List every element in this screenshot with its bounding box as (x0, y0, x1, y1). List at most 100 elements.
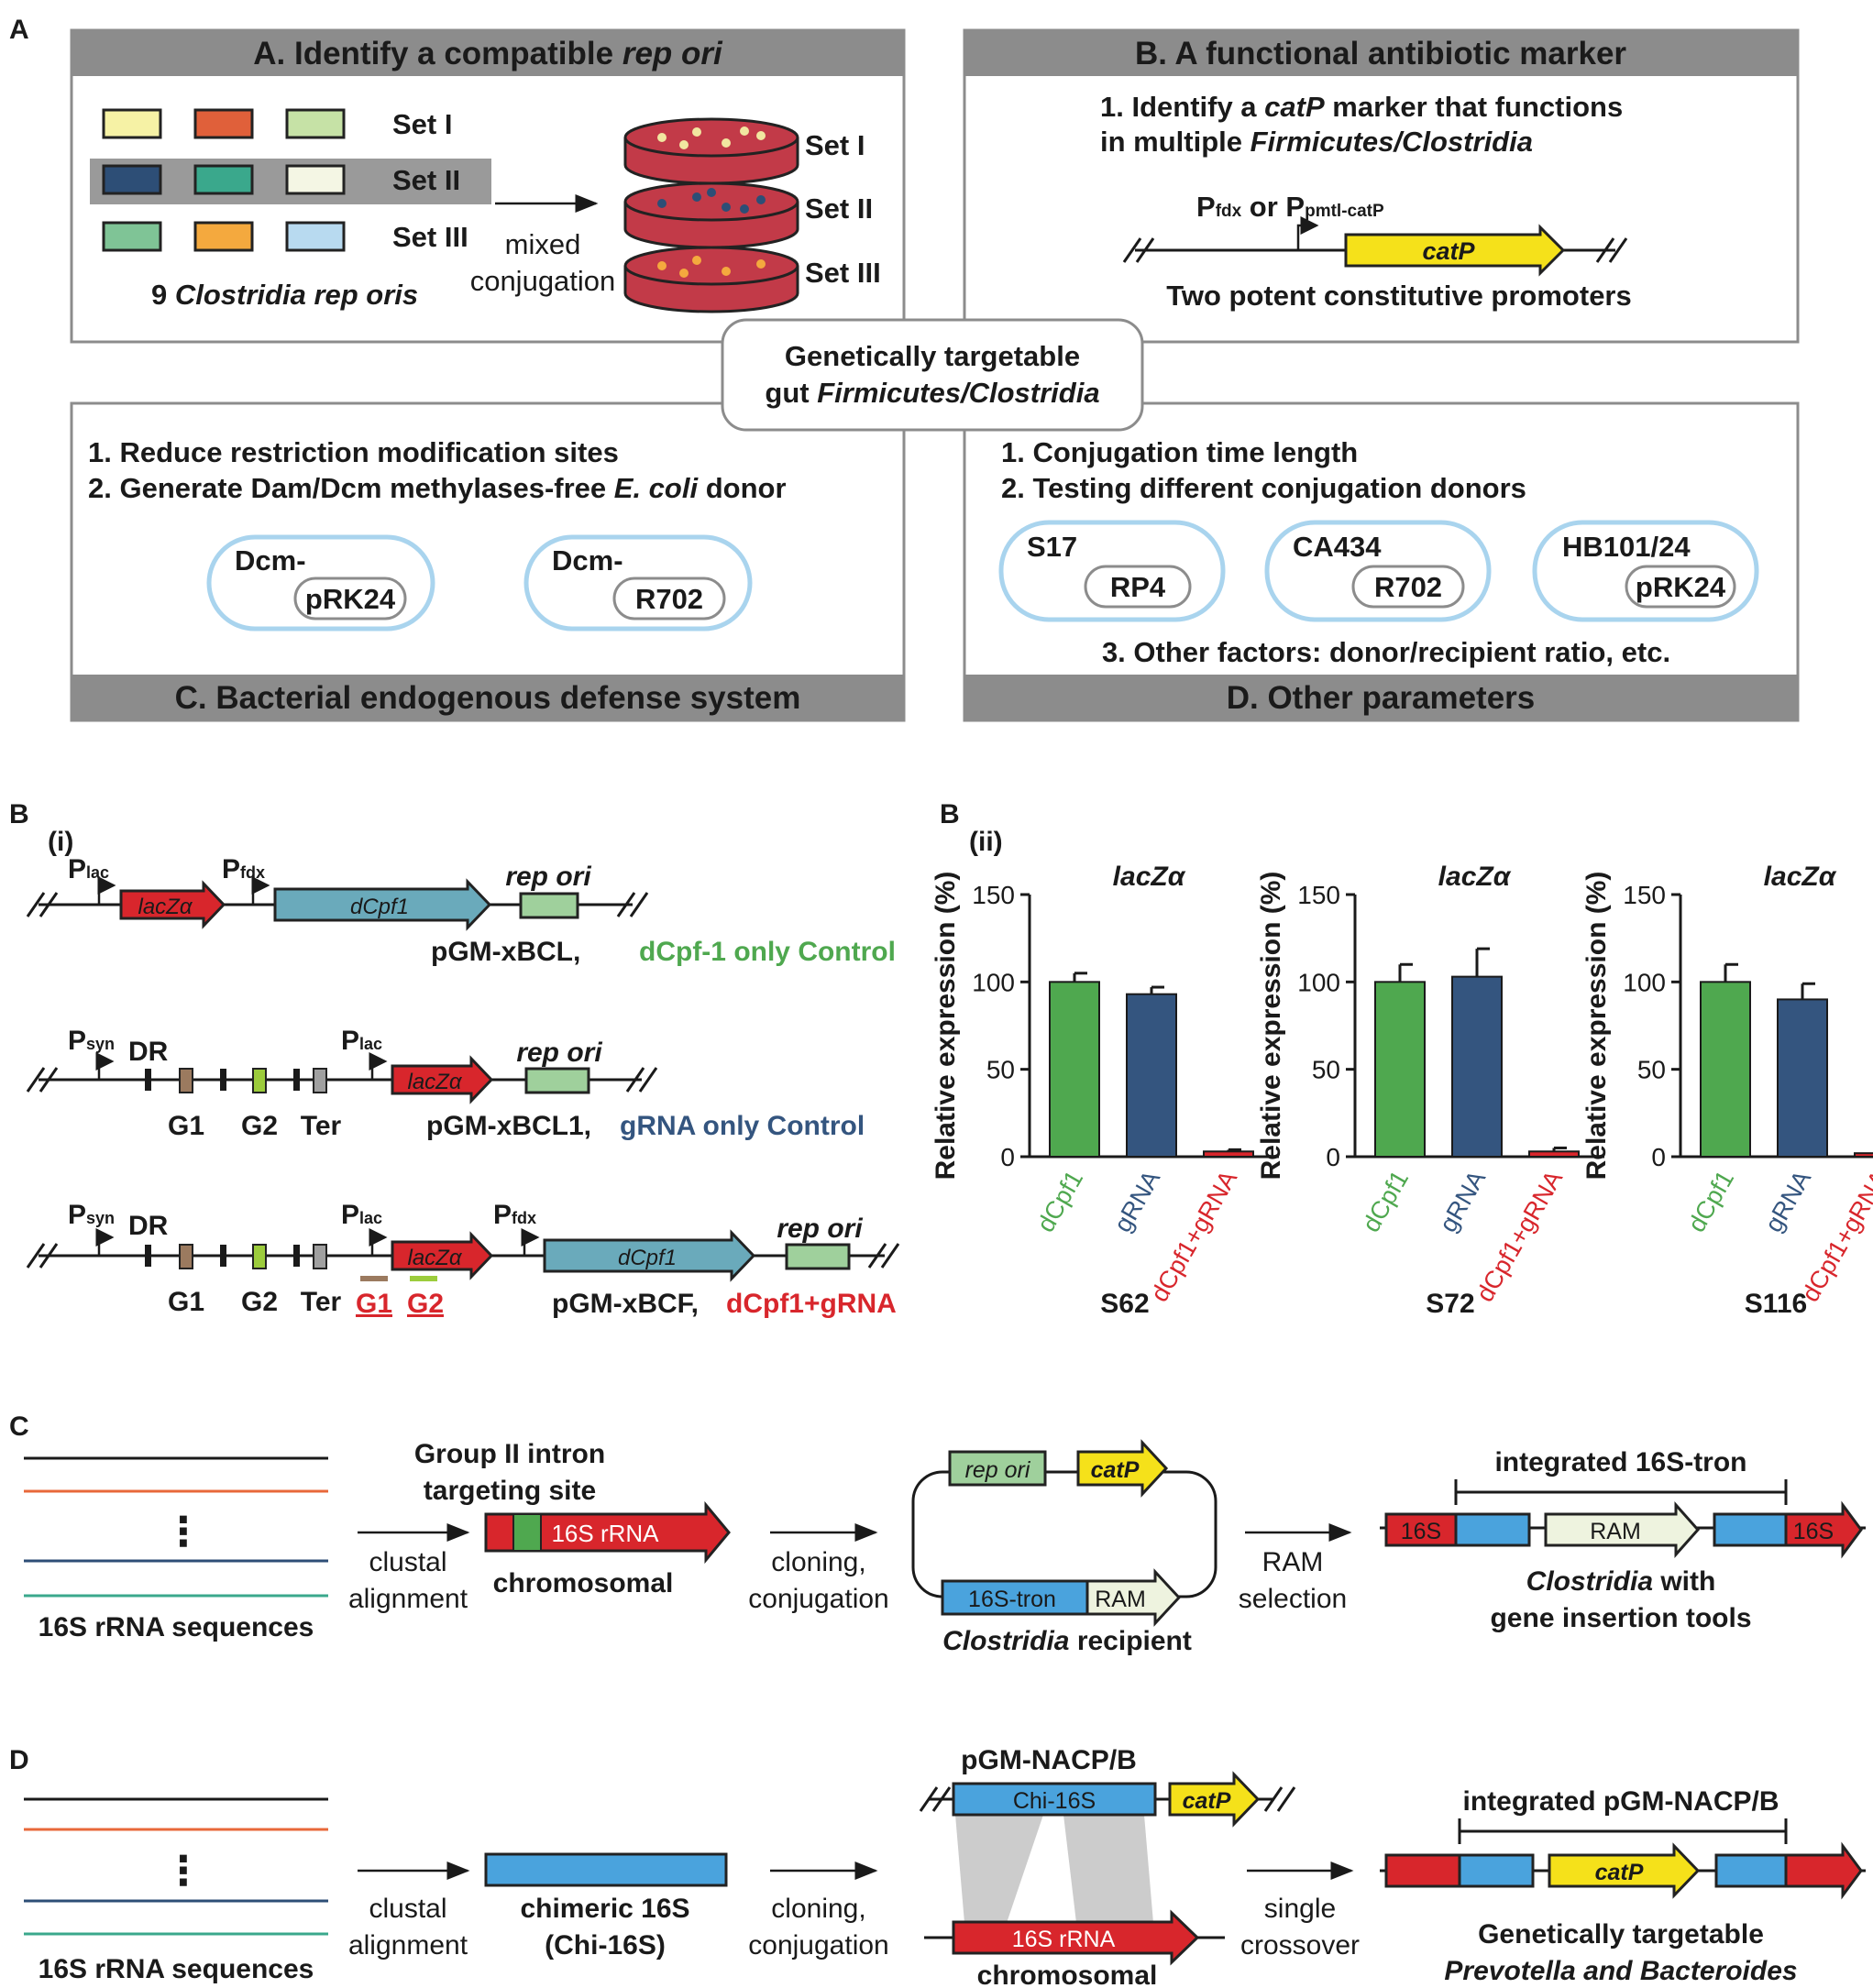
svg-text:conjugation: conjugation (748, 1930, 888, 1961)
svg-text:RAM: RAM (1095, 1587, 1146, 1612)
d-seq-label: 16S rRNA sequences (39, 1954, 314, 1984)
svg-text:Psyn: Psyn (68, 1200, 115, 1230)
chart-y-tick-label: 100 (972, 968, 1015, 996)
construct-pgm-xbcf: Psyn DR G1 G2 Ter Plac lacZα G1 G2 Pfdx … (26, 1200, 900, 1319)
svg-text:pGM-NACP/B: pGM-NACP/B (961, 1745, 1137, 1775)
svg-text:crossover: crossover (1240, 1930, 1360, 1961)
panel-b-label: B (9, 799, 29, 829)
mixed-label: mixed (505, 228, 581, 260)
set-1-label: Set I (392, 108, 452, 140)
svg-text:Plac: Plac (341, 1200, 382, 1230)
box-c-line2: 2. Generate Dam/Dcm methylases-free E. c… (88, 472, 787, 504)
c-seq-label: 16S rRNA sequences (39, 1612, 314, 1642)
chart-bar-gRNA (1777, 998, 1828, 1159)
chart-x-label: dCpf1 (1357, 1166, 1414, 1236)
chart-bar-dCpf1+gRNA (1854, 1152, 1873, 1158)
svg-text:clustal: clustal (369, 1547, 446, 1577)
svg-text:dCpf-1 only Control: dCpf-1 only Control (639, 937, 896, 967)
cell-2-plasmid: R702 (635, 583, 703, 615)
chart-bar-dCpf1 (1700, 981, 1751, 1159)
svg-text:Chi-16S: Chi-16S (1013, 1788, 1096, 1814)
rep-oris-caption: 9 Clostridia rep oris (151, 279, 418, 311)
chart-x-label: gRNA (1759, 1166, 1816, 1236)
catp-gene-label: catP (1422, 237, 1475, 265)
lacz-gene (119, 880, 226, 929)
svg-text:16S: 16S (1401, 1519, 1441, 1544)
center-line1: Genetically targetable (785, 340, 1080, 372)
dish-1-label: Set I (805, 129, 865, 161)
chart-x-label: gRNA (1434, 1166, 1491, 1236)
svg-text:pGM-xBCL1,: pGM-xBCL1, (426, 1111, 591, 1141)
donor-2-label: CA434 (1293, 531, 1382, 563)
donor-3-label: HB101/24 (1562, 531, 1691, 563)
chart-y-tick-label: 0 (1326, 1143, 1340, 1171)
chart-title: lacZα (1113, 862, 1186, 892)
svg-text:rep ori: rep ori (516, 1038, 602, 1068)
panel-b-label-2: B (940, 799, 960, 829)
panel-c-label: C (9, 1411, 29, 1442)
svg-text:G1: G1 (168, 1111, 204, 1141)
svg-text:alignment: alignment (348, 1584, 468, 1614)
svg-text:⋮: ⋮ (163, 1510, 204, 1554)
svg-text:Pfdx: Pfdx (493, 1200, 536, 1230)
chart-y-tick-label: 0 (1000, 1143, 1015, 1171)
chart-x-label: dCpf1 (1682, 1166, 1739, 1236)
svg-text:single: single (1264, 1894, 1336, 1924)
svg-text:rep ori: rep ori (505, 862, 591, 892)
box-b-line1: 1. Identify a catP marker that functions (1100, 91, 1623, 123)
conjugation-label: conjugation (470, 265, 616, 297)
box-b-title: B. A functional antibiotic marker (1135, 36, 1626, 71)
panel-b-sub-ii: (ii) (969, 827, 1003, 857)
svg-text:Clostridia recipient: Clostridia recipient (942, 1626, 1192, 1656)
svg-text:Ter: Ter (301, 1287, 342, 1317)
svg-text:catP: catP (1183, 1788, 1231, 1814)
panel-c: C ⋮ 16S rRNA sequences clustal alignment… (9, 1411, 1866, 1656)
chart-title: lacZα (1764, 862, 1837, 892)
chart-bar-gRNA (1451, 975, 1503, 1158)
set-3-label: Set III (392, 221, 468, 253)
lacz-gene-2 (391, 1055, 494, 1104)
svg-text:targeting site: targeting site (424, 1476, 596, 1506)
lacz-gene-3 (391, 1231, 494, 1280)
box-a-title: A. Identify a compatible rep ori (253, 36, 723, 71)
center-target-box: Genetically targetable gut Firmicutes/Cl… (721, 318, 1144, 432)
svg-text:Plac: Plac (68, 854, 109, 884)
svg-text:cloning,: cloning, (771, 1547, 865, 1577)
construct-pgm-xbcl1: Psyn DR G1 G2 Ter Plac lacZα rep ori pGM… (26, 1026, 865, 1141)
svg-text:alignment: alignment (348, 1930, 468, 1961)
dcpf1-gene (273, 878, 492, 931)
panel-a-label: A (9, 15, 29, 45)
svg-text:integrated pGM-NACP/B: integrated pGM-NACP/B (1463, 1786, 1779, 1817)
svg-text:RAM: RAM (1590, 1519, 1641, 1544)
panel-a: A A. Identify a compatible rep ori Set I… (9, 15, 1800, 722)
svg-text:16S-tron: 16S-tron (968, 1587, 1056, 1612)
chart-y-tick-label: 100 (1623, 968, 1666, 996)
box-d-line1: 1. Conjugation time length (1001, 436, 1358, 468)
svg-text:integrated 16S-tron: integrated 16S-tron (1494, 1447, 1746, 1477)
svg-text:lacZα: lacZα (138, 895, 193, 919)
cell-1-plasmid: pRK24 (305, 583, 396, 615)
svg-text:Group II intron: Group II intron (414, 1439, 605, 1469)
box-d-line2: 2. Testing different conjugation donors (1001, 472, 1526, 504)
box-a-rep-ori: A. Identify a compatible rep ori Set I S… (70, 28, 906, 344)
chart-strain-label: S72 (1426, 1289, 1474, 1319)
svg-text:clustal: clustal (369, 1894, 446, 1924)
center-line2: gut Firmicutes/Clostridia (765, 377, 1099, 409)
chart-y-tick-label: 150 (1623, 881, 1666, 909)
donor-1-label: S17 (1027, 531, 1077, 563)
chart-bar-dCpf1+gRNA (1528, 1150, 1580, 1159)
svg-text:G2: G2 (241, 1287, 278, 1317)
set-2-label: Set II (392, 164, 460, 196)
svg-text:Clostridia with: Clostridia with (1526, 1566, 1716, 1597)
svg-text:G1: G1 (168, 1287, 204, 1317)
svg-text:conjugation: conjugation (748, 1584, 888, 1614)
svg-text:Psyn: Psyn (68, 1026, 115, 1056)
svg-text:dCpf1: dCpf1 (350, 895, 409, 919)
petri-dish-stack (623, 117, 799, 313)
promoter-label: Pfdx or Ppmtl-catP (1196, 191, 1384, 223)
svg-text:catP: catP (1091, 1457, 1140, 1483)
